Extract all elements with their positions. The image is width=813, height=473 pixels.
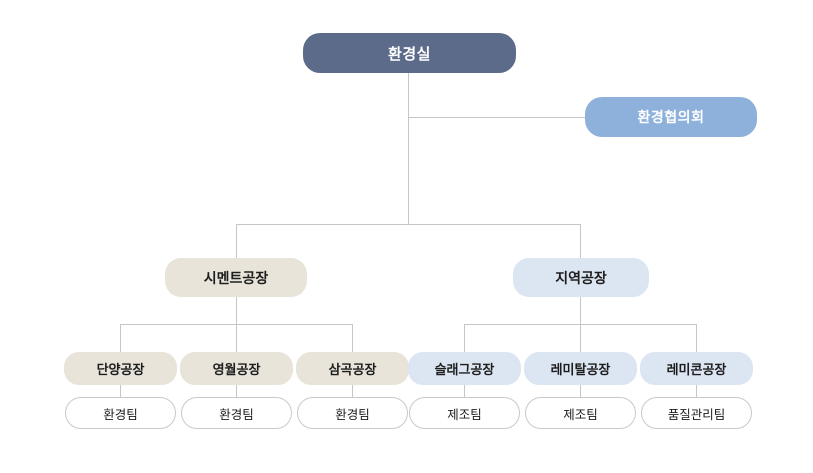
connector-plant-drop-2-2 — [580, 324, 581, 352]
connector-plant-drop-1-1 — [120, 324, 121, 352]
connector-advisory — [408, 117, 585, 118]
org-node-plant-remital[interactable]: 레미탈공장 — [524, 352, 637, 385]
org-node-plant-samgok[interactable]: 삼곡공장 — [296, 352, 409, 385]
org-node-team-remicon[interactable]: 품질관리팀 — [641, 397, 752, 429]
connector-plant-drop-2-1 — [464, 324, 465, 352]
org-node-advisory[interactable]: 환경협의회 — [585, 97, 757, 137]
connector-team-stem-1-2 — [236, 385, 237, 397]
org-node-plant-slag[interactable]: 슬래그공장 — [408, 352, 521, 385]
connector-division-2-drop — [580, 224, 581, 258]
connector-division-2-stem — [580, 297, 581, 324]
org-node-team-remital[interactable]: 제조팀 — [525, 397, 636, 429]
org-node-team-slag[interactable]: 제조팀 — [409, 397, 520, 429]
connector-plant-drop-2-3 — [696, 324, 697, 352]
connector-root-stem — [408, 73, 409, 225]
org-node-team-samgok[interactable]: 환경팀 — [297, 397, 408, 429]
org-node-team-yeongwol[interactable]: 환경팀 — [181, 397, 292, 429]
org-node-plant-remicon[interactable]: 레미콘공장 — [640, 352, 753, 385]
org-node-plant-danyang[interactable]: 단양공장 — [64, 352, 177, 385]
connector-team-stem-1-1 — [120, 385, 121, 397]
connector-division-bar — [236, 224, 581, 225]
connector-plant-drop-1-2 — [236, 324, 237, 352]
org-node-root[interactable]: 환경실 — [303, 33, 516, 73]
connector-team-stem-1-3 — [352, 385, 353, 397]
org-node-division-cement[interactable]: 시멘트공장 — [165, 258, 307, 297]
connector-team-stem-2-3 — [696, 385, 697, 397]
connector-team-stem-2-2 — [580, 385, 581, 397]
connector-team-stem-2-1 — [464, 385, 465, 397]
connector-plant-drop-1-3 — [352, 324, 353, 352]
connector-division-1-drop — [236, 224, 237, 258]
org-node-team-danyang[interactable]: 환경팀 — [65, 397, 176, 429]
org-node-plant-yeongwol[interactable]: 영월공장 — [180, 352, 293, 385]
connector-division-1-stem — [236, 297, 237, 324]
org-node-division-regional[interactable]: 지역공장 — [513, 258, 649, 297]
